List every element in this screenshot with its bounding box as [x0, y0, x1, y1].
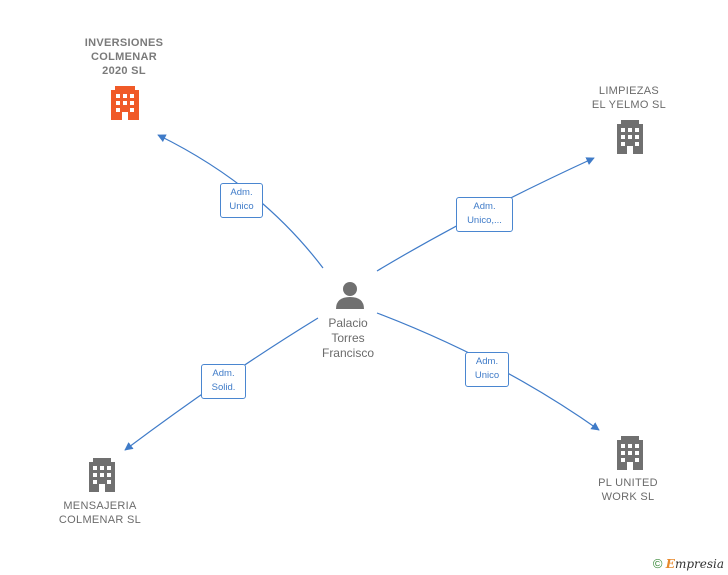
role-text: Adm.: [230, 187, 253, 198]
role-text: Unico,...: [467, 215, 502, 226]
footer-brand: © Empresia: [653, 556, 724, 571]
person-icon[interactable]: [336, 282, 364, 309]
company-name-line: 2020 SL: [102, 65, 146, 77]
company-name-line: WORK SL: [601, 491, 655, 503]
role-text: Adm.: [475, 356, 499, 367]
role-text: Solid.: [211, 382, 236, 393]
role-badge-limpiezas[interactable]: Adm. Unico,...: [456, 197, 513, 232]
role-text: Adm.: [212, 368, 235, 379]
brand-logo: Empresia: [666, 557, 724, 571]
role-badge-plunited[interactable]: Adm. Unico: [465, 352, 509, 387]
company-label-limpiezas[interactable]: LIMPIEZAS EL YELMO SL: [570, 84, 688, 112]
copyright-icon: ©: [652, 556, 663, 571]
role-badge-inversiones[interactable]: Adm. Unico: [220, 183, 263, 218]
company-name-line: COLMENAR SL: [58, 514, 142, 526]
company-name-line: INVERSIONES: [84, 37, 164, 49]
company-label-plunited[interactable]: PL UNITED WORK SL: [578, 476, 678, 504]
building-icon[interactable]: [111, 86, 139, 120]
brand-initial: E: [665, 557, 675, 571]
building-icon[interactable]: [89, 458, 115, 492]
person-label[interactable]: Palacio Torres Francisco: [306, 316, 390, 361]
person-name-line: Palacio: [328, 316, 368, 330]
company-name-line: PL UNITED: [598, 477, 658, 489]
role-text: Adm.: [473, 201, 496, 212]
role-text: Unico: [229, 201, 254, 212]
company-name-line: LIMPIEZAS: [598, 85, 660, 97]
role-badge-mensajeria[interactable]: Adm. Solid.: [201, 364, 246, 399]
brand-rest: mpresia: [674, 557, 724, 571]
building-icon[interactable]: [617, 120, 643, 154]
company-name-line: EL YELMO SL: [591, 99, 667, 111]
person-name-line: Torres: [331, 331, 365, 345]
company-name-line: MENSAJERIA: [63, 500, 137, 512]
company-label-inversiones[interactable]: INVERSIONES COLMENAR 2020 SL: [60, 36, 188, 78]
person-name-line: Francisco: [321, 346, 374, 360]
company-label-mensajeria[interactable]: MENSAJERIA COLMENAR SL: [40, 499, 160, 527]
building-icon[interactable]: [617, 436, 643, 470]
company-name-line: COLMENAR: [91, 51, 157, 63]
role-text: Unico: [474, 370, 500, 381]
